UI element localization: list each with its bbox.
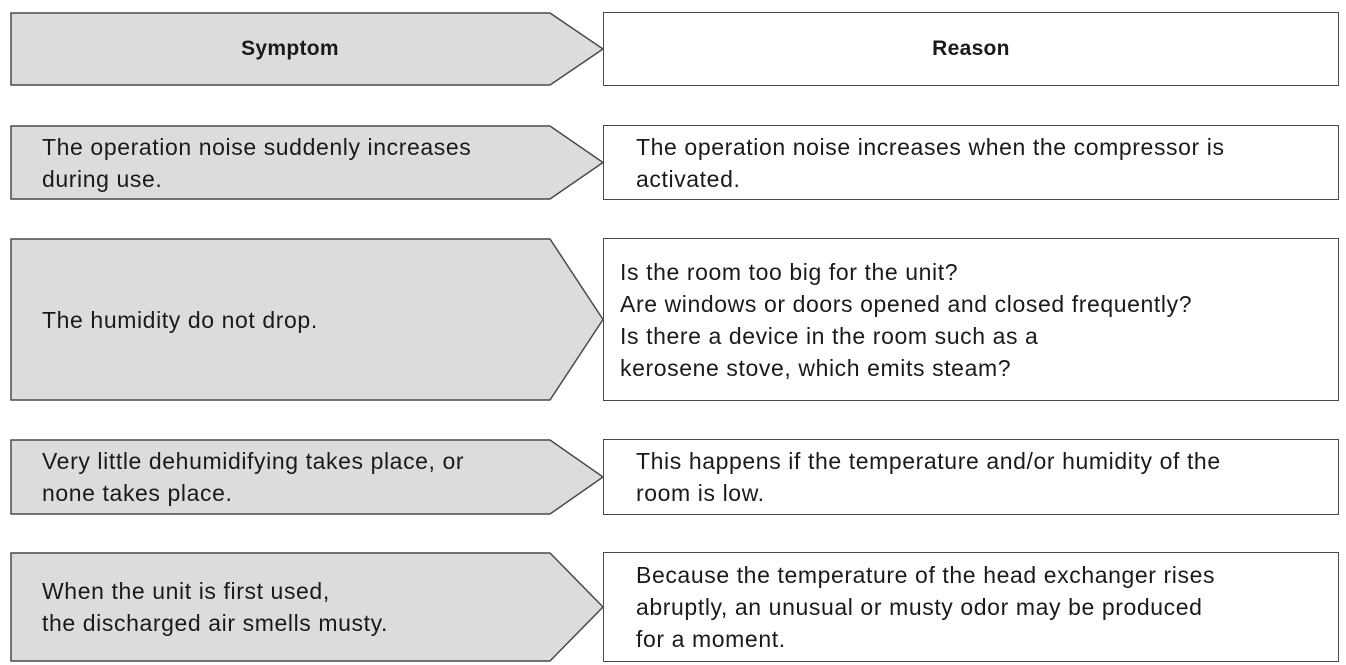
symptom-line: Very little dehumidifying takes place, o… — [42, 448, 465, 474]
arrow-shape — [10, 125, 605, 200]
reason-line: Are windows or doors opened and closed f… — [620, 290, 1193, 317]
arrow-shape — [10, 238, 604, 401]
reason-line: This happens if the temperature and/or h… — [636, 448, 1221, 474]
table-row: Very little dehumidifying takes place, o… — [0, 439, 1346, 515]
symptom-line: the discharged air smells musty. — [42, 610, 389, 636]
reason-line: Because the temperature of the head exch… — [636, 562, 1216, 588]
reason-header-cell: Reason — [603, 12, 1339, 86]
reason-line: for a moment. — [636, 626, 786, 652]
reason-line: The operation noise increases when the c… — [636, 133, 1225, 160]
symptom-header: Symptom — [241, 37, 339, 60]
symptom-cell: The operation noise suddenly increases d… — [10, 125, 605, 200]
reason-line: activated. — [636, 165, 741, 192]
reason-header: Reason — [932, 37, 1010, 60]
arrow-shape — [10, 439, 605, 515]
reason-cell: The operation noise increases when the c… — [603, 125, 1339, 200]
reason-text: The operation noise increases when the c… — [636, 126, 1324, 199]
symptom-header-cell: Symptom — [10, 12, 605, 86]
header-row: Symptom Reason — [0, 12, 1346, 86]
reason-line: Is the room too big for the unit? — [620, 258, 959, 285]
symptom-line: The operation noise suddenly increases — [42, 133, 472, 160]
reason-text: Because the temperature of the head exch… — [636, 553, 1324, 661]
reason-cell: Is the room too big for the unit? Are wi… — [603, 238, 1339, 401]
symptom-cell: When the unit is first used, the dischar… — [10, 552, 605, 662]
symptom-cell: The humidity do not drop. — [10, 238, 605, 401]
reason-line: abruptly, an unusual or musty odor may b… — [636, 594, 1203, 620]
reason-text: This happens if the temperature and/or h… — [636, 440, 1324, 514]
symptom-cell: Very little dehumidifying takes place, o… — [10, 439, 605, 515]
reason-line: room is low. — [636, 480, 765, 506]
table-row: The humidity do not drop. Is the room to… — [0, 238, 1346, 401]
symptom-line: The humidity do not drop. — [42, 306, 318, 333]
symptom-text: Very little dehumidifying takes place, o… — [42, 439, 542, 515]
reason-line: kerosene stove, which emits steam? — [620, 354, 1012, 381]
reason-cell: This happens if the temperature and/or h… — [603, 439, 1339, 515]
symptom-line: When the unit is first used, — [42, 578, 330, 604]
symptom-line: none takes place. — [42, 480, 233, 506]
reason-cell: Because the temperature of the head exch… — [603, 552, 1339, 662]
arrow-shape — [10, 12, 605, 86]
arrow-shape — [10, 552, 605, 662]
table-row: The operation noise suddenly increases d… — [0, 125, 1346, 200]
symptom-text: The humidity do not drop. — [42, 238, 542, 401]
table-row: When the unit is first used, the dischar… — [0, 552, 1346, 662]
symptom-line: during use. — [42, 165, 163, 192]
symptom-text: When the unit is first used, the dischar… — [42, 552, 542, 662]
reason-line: Is there a device in the room such as a — [620, 322, 1039, 349]
symptom-text: The operation noise suddenly increases d… — [42, 125, 542, 200]
reason-text: Is the room too big for the unit? Are wi… — [620, 239, 1324, 400]
